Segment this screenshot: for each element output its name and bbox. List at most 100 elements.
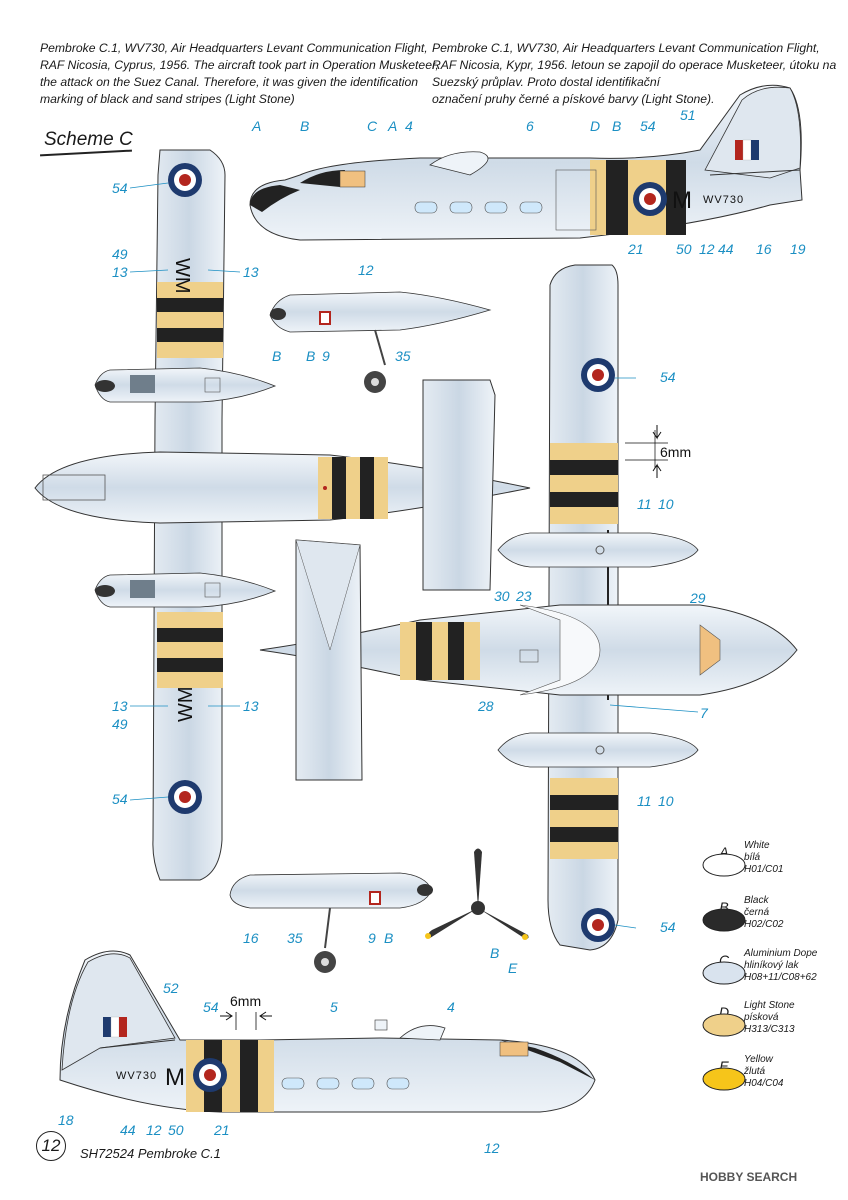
callout-number: 54 xyxy=(660,369,676,385)
callout-label: B xyxy=(612,118,621,134)
swatch-white xyxy=(702,853,746,877)
legend-codes: H01/C01 xyxy=(744,864,784,875)
callout-number: 5 xyxy=(330,999,338,1015)
callout-number: 18 xyxy=(58,1112,74,1128)
legend-codes: H04/C04 xyxy=(744,1078,784,1089)
dimension-label-upper: 6mm xyxy=(660,444,691,460)
legend-text: Light Stone písková H313/C313 xyxy=(744,1000,795,1036)
caption-line: Pembroke C.1, WV730, Air Headquarters Le… xyxy=(40,41,428,55)
watermark: HOBBY SEARCH xyxy=(700,1170,798,1184)
wing-underside xyxy=(547,264,656,951)
nacelle-side-upper xyxy=(269,291,492,393)
callout-number: 54 xyxy=(112,180,128,196)
callout-number: 10 xyxy=(658,496,674,512)
caption-line: Suezský průplav. Proto dostal identifika… xyxy=(432,75,661,89)
callout-label: A xyxy=(251,118,261,134)
callout-number: 13 xyxy=(243,264,259,280)
callout-label: B xyxy=(306,348,315,364)
legend-text: Aluminium Dope hliníkový lak H08+11/C08+… xyxy=(744,948,817,984)
legend-name-cz: černá xyxy=(744,907,770,918)
legend-name-cz: žlutá xyxy=(744,1066,766,1077)
callouts: A B C A 4 6 D B 54 51 21 50 12 44 16 19 … xyxy=(58,107,806,1156)
caption-line: RAF Nicosia, Kypr, 1956. letoun se zapoj… xyxy=(432,58,837,72)
callout-number: 13 xyxy=(112,698,128,714)
legend-text: White bílá H01/C01 xyxy=(744,840,783,876)
fuselage-underside xyxy=(259,539,798,781)
caption-line: Pembroke C.1, WV730, Air Headquarters Le… xyxy=(432,41,820,55)
legend-name-cz: bílá xyxy=(744,852,761,863)
callout-number: 21 xyxy=(213,1122,230,1138)
propeller xyxy=(425,848,529,940)
callout-label: B xyxy=(272,348,281,364)
nacelle-top-upper xyxy=(94,367,277,403)
swatch-light-stone xyxy=(702,1013,746,1037)
callout-number: 30 xyxy=(494,588,510,604)
callout-label: C xyxy=(367,118,378,134)
callout-label: B xyxy=(300,118,309,134)
callout-number: 12 xyxy=(358,262,374,278)
callout-number: 12 xyxy=(146,1122,162,1138)
callout-number: 49 xyxy=(112,246,128,262)
callout-number: 28 xyxy=(477,698,494,714)
side-view-top: M WV730 xyxy=(249,84,803,241)
legend-letter: C xyxy=(718,952,730,968)
callout-number: 49 xyxy=(112,716,128,732)
callout-label: A xyxy=(387,118,397,134)
nacelle-top-lower xyxy=(94,572,277,608)
legend-text: Yellow žlutá H04/C04 xyxy=(744,1054,783,1090)
legend-letter: E xyxy=(719,1058,729,1074)
legend-name: Yellow xyxy=(744,1054,773,1065)
caption-line: the attack on the Suez Canal. Therefore,… xyxy=(40,75,419,89)
legend-name: White xyxy=(744,840,770,851)
nacelle-underside-upper xyxy=(497,532,699,568)
callout-number: 11 xyxy=(637,793,652,809)
legend-codes: H02/C02 xyxy=(744,919,784,930)
svg-text:WM: WM xyxy=(175,686,197,722)
legend-name: Aluminium Dope xyxy=(744,948,818,959)
legend-letter: D xyxy=(718,1004,730,1020)
callout-number: 16 xyxy=(756,241,772,257)
callout-number: 4 xyxy=(447,999,455,1015)
side-view-bottom: M WV730 6mm xyxy=(59,950,596,1113)
swatch-black xyxy=(702,908,746,932)
registration-bottom: WV730 xyxy=(116,1070,157,1082)
callout-label: D xyxy=(590,118,600,134)
legend-name-cz: hliníkový lak xyxy=(744,960,799,971)
fuselage-letter: M xyxy=(672,187,692,214)
callout-number: 54 xyxy=(660,919,676,935)
callout-number: 9 xyxy=(368,930,376,946)
legend-name: Light Stone xyxy=(744,1000,795,1011)
callout-number: 19 xyxy=(790,241,806,257)
legend-letter: B xyxy=(719,899,729,915)
nacelle-side-lower xyxy=(229,872,433,973)
nacelle-underside-lower xyxy=(497,732,699,768)
legend-codes: H08+11/C08+62 xyxy=(744,972,817,983)
caption-line: označení pruhy černé a pískové barvy (Li… xyxy=(432,92,715,106)
callout-number: 7 xyxy=(700,705,709,721)
callout-number: 9 xyxy=(322,348,330,364)
footer-title: SH72524 Pembroke C.1 xyxy=(80,1146,221,1161)
callout-number: 13 xyxy=(112,264,128,280)
swatch-yellow xyxy=(702,1067,746,1091)
callout-label: B xyxy=(490,945,499,961)
legend-codes: H313/C313 xyxy=(744,1024,795,1035)
callout-number: 16 xyxy=(243,930,259,946)
callout-number: 51 xyxy=(680,107,696,123)
callout-number: 52 xyxy=(163,980,179,996)
callout-number: 12 xyxy=(484,1140,500,1156)
callout-number: 21 xyxy=(627,241,644,257)
callout-number: 10 xyxy=(658,793,674,809)
svg-text:WM: WM xyxy=(171,258,193,294)
legend-name-cz: písková xyxy=(744,1012,779,1023)
callout-number: 35 xyxy=(395,348,411,364)
callout-number: 11 xyxy=(637,496,652,512)
legend-letter: A xyxy=(719,844,729,860)
leader-lines xyxy=(129,182,699,929)
callout-number: 12 xyxy=(699,241,715,257)
caption-line: marking of black and sand stripes (Light… xyxy=(40,92,295,106)
caption-line: RAF Nicosia, Cyprus, 1956. The aircraft … xyxy=(40,58,439,72)
callout-number: 6 xyxy=(526,118,534,134)
caption-english: Pembroke C.1, WV730, Air Headquarters Le… xyxy=(40,40,439,108)
callout-number: 44 xyxy=(718,241,734,257)
callout-number: 35 xyxy=(287,930,303,946)
